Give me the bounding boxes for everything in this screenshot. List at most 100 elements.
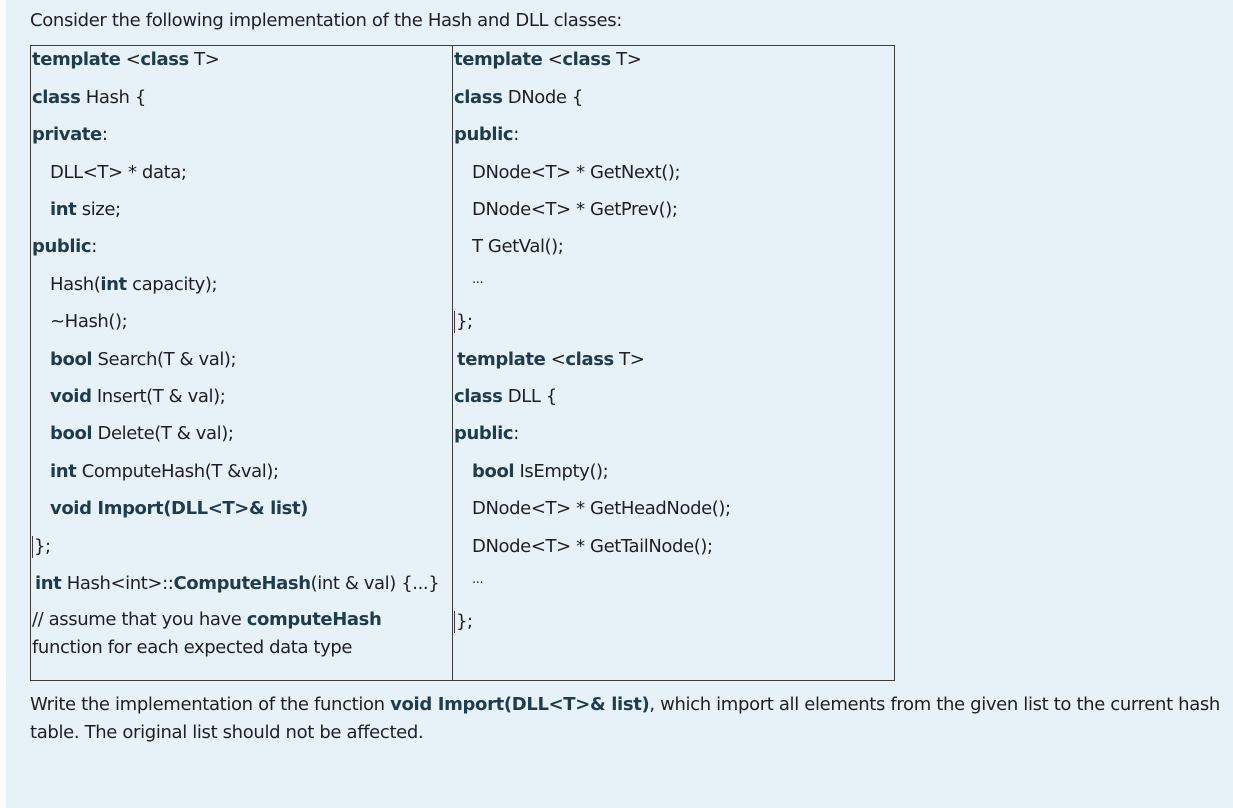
- code-line: int size;: [50, 198, 121, 222]
- code-line: ...: [472, 568, 484, 592]
- code-line: int Hash<int>::ComputeHash(int & val) {.…: [35, 572, 440, 596]
- code-line: void Import(DLL<T>& list): [50, 497, 308, 521]
- code-keyword: int: [100, 274, 127, 295]
- text-cursor: [32, 536, 33, 558]
- code-keyword: template: [32, 49, 121, 70]
- code-text: T>: [613, 349, 645, 370]
- code-text: Delete(T & val);: [92, 423, 234, 444]
- code-text: // assume that you have: [32, 609, 247, 630]
- code-text: ComputeHash(T &val);: [76, 461, 279, 482]
- code-line: template <class T>: [454, 48, 642, 72]
- code-line: };: [34, 535, 51, 559]
- code-text: capacity);: [126, 274, 218, 295]
- code-text: DNode<T> * GetNext();: [472, 162, 681, 183]
- code-text: T>: [188, 49, 220, 70]
- code-text: ...: [472, 572, 484, 587]
- code-keyword: class: [454, 87, 503, 108]
- code-text: size;: [76, 199, 121, 220]
- code-text: DNode<T> * GetPrev();: [472, 199, 678, 220]
- code-keyword: ComputeHash: [173, 573, 311, 594]
- code-text: T GetVal();: [472, 236, 564, 257]
- code-keyword: class: [32, 87, 81, 108]
- code-keyword: void Import(DLL<T>& list): [50, 498, 309, 519]
- code-line: private:: [32, 123, 108, 147]
- code-text: DLL<T> * data;: [50, 162, 187, 183]
- code-line: template <class T>: [32, 48, 220, 72]
- code-keyword: private: [32, 124, 102, 145]
- code-line: int ComputeHash(T &val);: [50, 460, 279, 484]
- code-text: , which import all elements from the giv…: [30, 694, 1220, 743]
- code-line: bool Delete(T & val);: [50, 422, 234, 446]
- code-keyword: int: [50, 199, 77, 220]
- code-keyword: class: [562, 49, 611, 70]
- code-text: (int & val) {...}: [310, 573, 440, 594]
- code-keyword: bool: [50, 349, 93, 370]
- code-text: };: [456, 311, 473, 332]
- code-keyword: class: [140, 49, 189, 70]
- code-text: :: [91, 236, 97, 257]
- code-line: DLL<T> * data;: [50, 161, 187, 185]
- code-text: <: [542, 49, 563, 70]
- table-divider: [452, 46, 453, 680]
- code-text: DNode<T> * GetHeadNode();: [472, 498, 731, 519]
- code-text: Hash(: [50, 274, 101, 295]
- code-keyword: public: [454, 423, 514, 444]
- code-text: };: [34, 536, 51, 557]
- code-line: class DLL {: [454, 385, 557, 409]
- code-keyword: computeHash: [246, 609, 382, 630]
- text-cursor: [454, 311, 455, 333]
- code-keyword: int: [50, 461, 77, 482]
- code-text: :: [513, 124, 519, 145]
- code-text: T>: [610, 49, 642, 70]
- code-text: :: [101, 124, 108, 145]
- code-line: };: [456, 610, 473, 634]
- code-line: class DNode {: [454, 86, 583, 110]
- code-line: DNode<T> * GetNext();: [472, 161, 681, 185]
- code-text: Insert(T & val);: [91, 386, 226, 407]
- code-text: <: [545, 349, 566, 370]
- code-text: Hash<int>::: [61, 573, 174, 594]
- code-text: DNode {: [502, 87, 584, 108]
- code-text: Write the implementation of the function: [30, 694, 391, 715]
- intro-text: Consider the following implementation of…: [30, 10, 622, 31]
- code-keyword: bool: [472, 461, 515, 482]
- question-panel: [6, 0, 1233, 808]
- code-keyword: template: [454, 49, 543, 70]
- code-line: ~Hash();: [50, 310, 128, 334]
- code-comment: // assume that you have computeHash func…: [32, 606, 450, 662]
- code-keyword: public: [32, 236, 92, 257]
- code-keyword: void Import(DLL<T>& list): [390, 694, 650, 715]
- code-keyword: bool: [50, 423, 93, 444]
- text-cursor: [454, 611, 455, 633]
- code-line: class Hash {: [32, 86, 146, 110]
- code-text: Hash {: [80, 87, 147, 108]
- code-line: public:: [454, 123, 519, 147]
- code-line: DNode<T> * GetTailNode();: [472, 535, 713, 559]
- code-keyword: public: [454, 124, 514, 145]
- code-text: ~Hash();: [50, 311, 128, 332]
- code-line: bool Search(T & val);: [50, 348, 237, 372]
- code-keyword: void: [50, 386, 92, 407]
- code-line: public:: [454, 422, 519, 446]
- code-text: ...: [472, 272, 484, 287]
- code-table: template <class T> class Hash { private:…: [30, 45, 895, 681]
- code-line: bool IsEmpty();: [472, 460, 609, 484]
- code-text: };: [456, 611, 473, 632]
- code-keyword: template: [457, 349, 546, 370]
- code-line: Hash(int capacity);: [50, 273, 218, 297]
- question-text: Write the implementation of the function…: [30, 691, 1220, 747]
- code-line: T GetVal();: [472, 235, 564, 259]
- code-text: :: [513, 423, 519, 444]
- code-text: Search(T & val);: [92, 349, 237, 370]
- code-line: template <class T>: [457, 348, 645, 372]
- code-text: DLL {: [502, 386, 558, 407]
- code-keyword: class: [565, 349, 614, 370]
- code-line: void Insert(T & val);: [50, 385, 226, 409]
- code-text: <: [120, 49, 141, 70]
- code-line: DNode<T> * GetPrev();: [472, 198, 678, 222]
- code-text: IsEmpty();: [514, 461, 609, 482]
- code-text: DNode<T> * GetTailNode();: [472, 536, 713, 557]
- code-line: };: [456, 310, 473, 334]
- code-line: public:: [32, 235, 97, 259]
- code-line: ...: [472, 268, 484, 292]
